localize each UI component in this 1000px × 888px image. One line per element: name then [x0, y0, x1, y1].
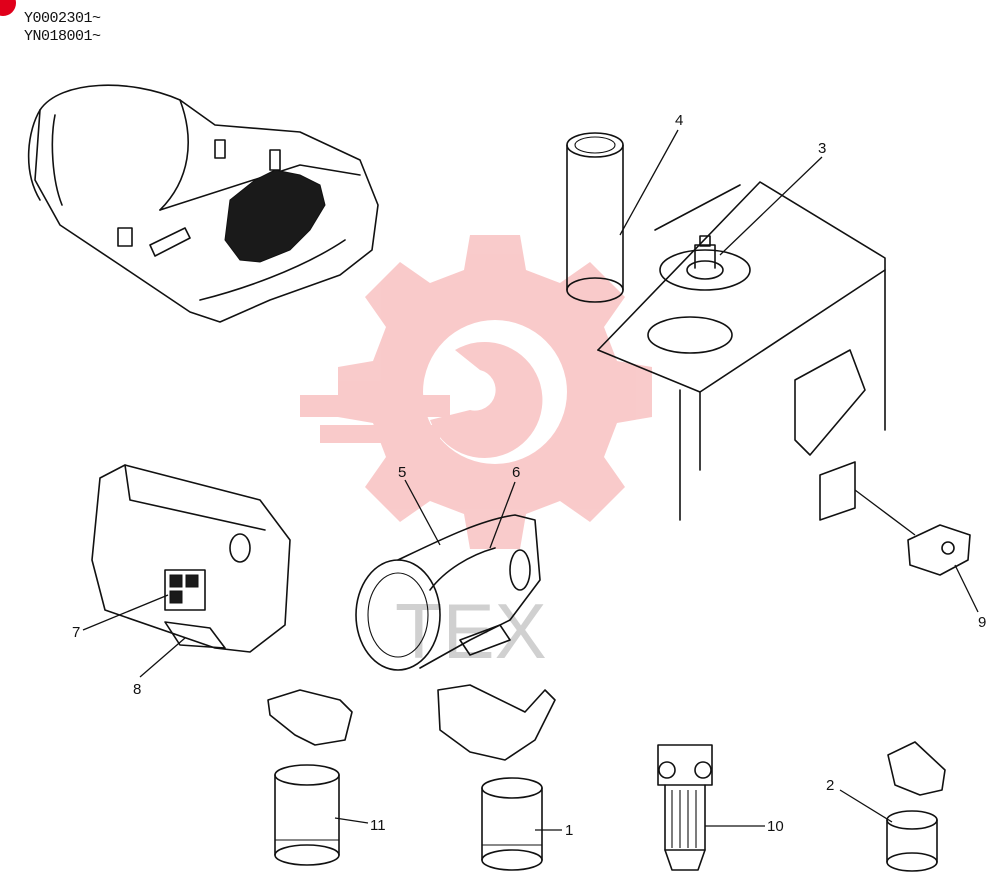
- part-11-oil-filter: [267, 689, 353, 866]
- leader-line-7: [82, 594, 169, 631]
- leader-line-6: [489, 481, 516, 549]
- callout-4: 4: [675, 112, 683, 129]
- part-3-fuel-cap: [686, 235, 724, 280]
- callout-8: 8: [133, 681, 141, 698]
- part-8-bracket: [164, 621, 226, 649]
- serial-range-line-1: Y0002301~: [24, 10, 101, 27]
- cab-assembly-drawing: [27, 84, 379, 323]
- part-4-filter-element: [566, 132, 624, 303]
- callout-9: 9: [978, 614, 986, 631]
- part-10-water-separator: [657, 744, 713, 871]
- callout-3: 3: [818, 140, 826, 157]
- leader-line-2: [839, 789, 893, 823]
- leader-line-11: [334, 817, 369, 824]
- leader-line-3: [719, 156, 823, 256]
- callout-2: 2: [826, 777, 834, 794]
- watermark-text: TEX: [395, 587, 547, 675]
- callout-7: 7: [72, 624, 80, 641]
- hood-panel-drawing: [597, 181, 886, 521]
- callout-11: 11: [370, 817, 386, 834]
- callout-1: 1: [565, 822, 573, 839]
- callout-5: 5: [398, 464, 406, 481]
- part-9-valve-block: [854, 489, 971, 576]
- part-5-air-cleaner-body: [355, 514, 541, 671]
- callout-10: 10: [767, 818, 784, 835]
- leader-line-8: [139, 637, 186, 678]
- part-1-fuel-filter: [437, 684, 556, 871]
- watermark-gear-logo: [300, 235, 652, 549]
- callout-6: 6: [512, 464, 520, 481]
- part-7-control-box: [91, 464, 291, 653]
- part-2-hydraulic-filter: [886, 741, 946, 872]
- leader-line-9: [954, 564, 979, 613]
- red-corner-marker: [0, 0, 16, 16]
- leader-line-4: [619, 129, 679, 236]
- serial-range-line-2: YN018001~: [24, 28, 101, 45]
- leader-line-5: [404, 479, 441, 546]
